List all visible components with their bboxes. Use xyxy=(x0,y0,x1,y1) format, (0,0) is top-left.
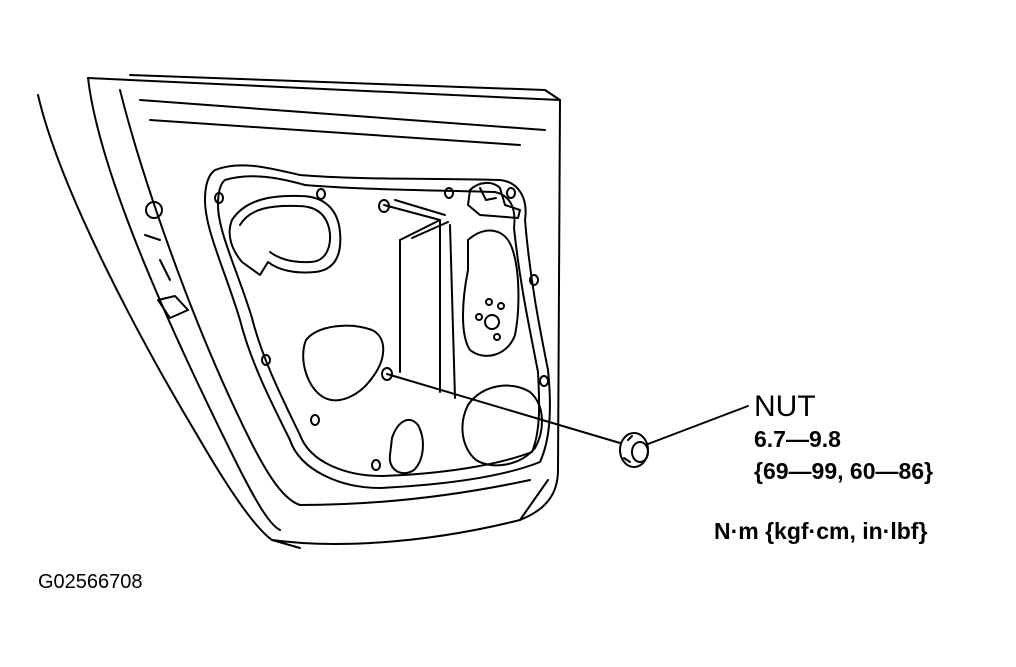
access-hole-middle xyxy=(302,324,385,402)
access-hole-lower-right xyxy=(461,384,543,467)
access-hole-upper-inner xyxy=(239,204,332,264)
torque-units-legend: N·m {kgf·cm, in·lbf} xyxy=(714,518,928,544)
torque-value-alt-units: {69—99, 60—86} xyxy=(754,458,934,484)
top-bracket-tab xyxy=(479,187,497,201)
door-frame-details xyxy=(144,201,189,319)
mounting-holes xyxy=(214,187,549,471)
door-outer-shell xyxy=(37,74,561,549)
nut-callout-leader xyxy=(647,405,749,445)
window-regulator-rail xyxy=(383,199,456,399)
nut-label: NUT xyxy=(754,390,816,423)
regulator-motor-plate xyxy=(462,229,520,357)
figure-id: G02566708 xyxy=(38,571,143,593)
nut-installation-line xyxy=(386,373,621,444)
access-hole-upper xyxy=(228,194,342,276)
access-hole-lower-left xyxy=(388,418,424,475)
torque-value-nm: 6.7—9.8 xyxy=(754,426,841,452)
nut-icon xyxy=(619,432,649,468)
top-bracket xyxy=(467,182,521,219)
